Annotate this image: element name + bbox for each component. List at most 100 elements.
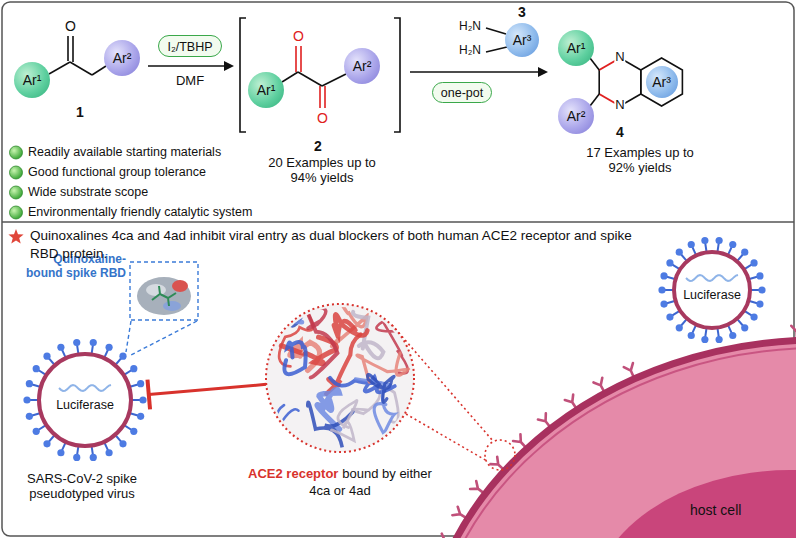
virus-spike xyxy=(23,396,30,403)
compound-number: 1 xyxy=(76,104,84,120)
virus-spike xyxy=(750,313,757,320)
bullet-dots xyxy=(10,146,23,219)
virus-spike xyxy=(756,272,763,279)
compound-number: 2 xyxy=(314,138,322,154)
virus-text-holder: Luciferase xyxy=(23,338,147,462)
virus-spike xyxy=(26,380,33,387)
virus-spike xyxy=(701,237,708,244)
compound-3-bonds xyxy=(486,28,506,34)
virus-spike xyxy=(660,300,667,307)
amine-label: H₂N xyxy=(459,20,481,34)
zoom-target xyxy=(485,440,515,470)
host-cell: host cell xyxy=(440,330,796,538)
brackets xyxy=(394,18,400,132)
ace2-caption: ACE2 receptorbound by either 4ca or 4ad xyxy=(240,466,440,500)
virus-spike xyxy=(33,365,40,372)
virus-spike xyxy=(119,440,126,447)
virus-spike xyxy=(105,344,112,351)
compound-1-bonds xyxy=(49,62,70,74)
solvent-label: DMF xyxy=(176,74,204,89)
reaction-arrow xyxy=(410,67,548,77)
atom-label: O xyxy=(65,18,76,34)
compound-number: 3 xyxy=(518,4,526,20)
virus-spike xyxy=(756,300,763,307)
compound-2-bonds xyxy=(282,46,346,108)
bullet-dots xyxy=(10,146,23,159)
virus-spike xyxy=(660,272,667,279)
virus-spike xyxy=(741,324,748,331)
virus-text-holder: Luciferase xyxy=(658,236,766,344)
aryl-label: Ar² xyxy=(567,108,586,124)
brackets xyxy=(240,18,246,132)
aryl-circle: Ar³ xyxy=(646,66,678,98)
star-icon xyxy=(8,229,23,243)
virus-spike xyxy=(666,313,673,320)
atom-label: O xyxy=(293,28,304,44)
atom-label: O xyxy=(317,110,328,126)
reaction-arrow xyxy=(538,67,548,77)
compound-2-bonds xyxy=(298,72,322,86)
rna-strand xyxy=(686,275,738,281)
luciferase-label: Luciferase xyxy=(56,398,114,412)
protein-surface xyxy=(137,277,191,315)
virus-spike xyxy=(741,249,748,256)
quinoxaline-rings xyxy=(590,94,599,106)
ace2-ribbons xyxy=(247,256,414,447)
compound-2-bonds xyxy=(295,46,297,72)
cell-membrane xyxy=(420,340,796,538)
compound-3-bonds xyxy=(486,47,507,52)
virus-spike xyxy=(73,339,80,346)
compound-2-bonds xyxy=(322,74,346,86)
highlight-statement: Quinoxalines 4ca and 4ad inhibit viral e… xyxy=(30,227,650,262)
virus-spike xyxy=(676,249,683,256)
protein-ribbon xyxy=(367,375,394,403)
virus-spike xyxy=(716,336,723,343)
inhibition-connector xyxy=(147,380,266,410)
aryl-circle: Ar² xyxy=(104,40,140,76)
protein-ribbon xyxy=(247,301,302,329)
virus-spike xyxy=(688,332,695,339)
aryl-circle: Ar¹ xyxy=(14,62,50,98)
protein-surface xyxy=(146,284,166,296)
virus-spike xyxy=(139,396,146,403)
protein-ribbon xyxy=(331,400,357,440)
protein-ribbon xyxy=(305,303,337,378)
compound-1-bonds xyxy=(70,62,92,75)
virus-spike xyxy=(130,365,137,372)
aryl-circle: Ar¹ xyxy=(558,30,594,66)
compound-1-bonds xyxy=(67,36,69,61)
feature-bullet: Good functional group tolerance xyxy=(28,165,206,179)
bullet-dots xyxy=(10,206,23,219)
compound-2-bonds xyxy=(300,46,302,72)
reagent-text: I₂/TBHP xyxy=(167,40,212,54)
brackets xyxy=(240,18,400,132)
reagent-text: one-pot xyxy=(441,86,483,100)
compound-2-bonds xyxy=(324,86,326,108)
virus-spike xyxy=(137,413,144,420)
virus-envelope xyxy=(674,252,750,328)
aryl-circle: Ar² xyxy=(558,98,594,134)
ace2-name: ACE2 receptor xyxy=(248,466,338,481)
rbd-leader-lines xyxy=(131,321,197,355)
compound-number: 4 xyxy=(616,124,624,140)
quinoxaline-rings xyxy=(641,58,683,106)
ace2-zoom-circle: ACE2 receptorbound by either 4ca or 4ad xyxy=(240,302,440,516)
compound-2-bonds xyxy=(282,72,298,82)
reaction-arrow xyxy=(148,65,226,67)
aryl-label: Ar¹ xyxy=(567,40,586,56)
quinoxaline-rings xyxy=(590,58,682,106)
virus-spike xyxy=(676,324,683,331)
aryl-label: Ar¹ xyxy=(257,82,276,98)
virus-spike xyxy=(43,353,50,360)
rbd-leader-lines xyxy=(126,321,131,352)
reaction-arrow xyxy=(224,61,234,71)
ace2-ground xyxy=(266,304,414,452)
bullet-dots xyxy=(10,186,23,199)
ace2-art xyxy=(240,302,440,458)
yield-note: 20 Examples up to 94% yields xyxy=(260,156,384,186)
rna-strand xyxy=(59,385,111,391)
bound-ligand xyxy=(152,286,176,306)
feature-bullet: Wide substrate scope xyxy=(28,185,148,199)
virus-spike xyxy=(716,237,723,244)
protein-ribbon xyxy=(284,342,305,374)
